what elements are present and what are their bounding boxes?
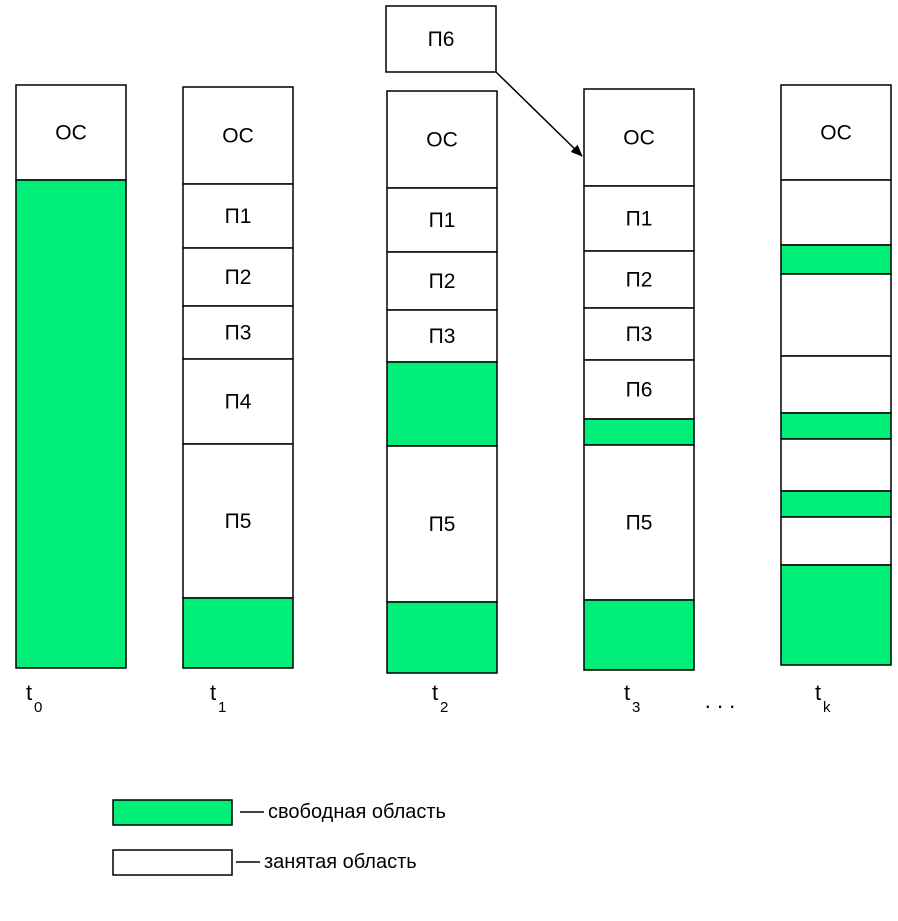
time-subscript: k: [823, 699, 831, 716]
segment-label: П3: [429, 325, 456, 348]
occupied-memory-segment: [583, 185, 695, 252]
occupied-memory-segment: [780, 516, 892, 566]
time-subscript: 0: [34, 699, 42, 716]
segment-label: П3: [626, 323, 653, 346]
legend-occupied-swatch: [112, 849, 233, 876]
occupied-memory-segment: [780, 84, 892, 181]
segment-label: П1: [225, 205, 252, 228]
time-subscript: 2: [440, 699, 448, 716]
time-label: t: [432, 680, 438, 705]
occupied-memory-segment: [15, 84, 127, 181]
occupied-memory-segment: [182, 247, 294, 307]
occupied-memory-segment: [386, 90, 498, 189]
legend-free-swatch: [112, 799, 233, 826]
free-memory-segment: [583, 418, 695, 446]
occupied-memory-segment: [386, 251, 498, 311]
legend-occupied-text: занятая область: [264, 851, 417, 873]
segment-label: П1: [626, 208, 653, 231]
occupied-memory-segment: [780, 273, 892, 357]
occupied-memory-segment: [182, 183, 294, 249]
free-memory-segment: [15, 179, 127, 669]
segment-label: ОС: [623, 127, 655, 150]
time-label: t: [815, 680, 821, 705]
occupied-memory-segment: [583, 444, 695, 601]
segment-label: ОС: [820, 122, 852, 145]
memory-columns: ОСt0ОСП1П2П3П4П5t1ОСП1П2П3П5t2ОСП1П2П3П6…: [15, 84, 892, 716]
segment-label: П5: [429, 513, 456, 536]
time-label: t: [624, 680, 630, 705]
memory-column-tk: ОС tk: [780, 84, 892, 716]
free-memory-segment: [386, 361, 498, 447]
occupied-memory-segment: [780, 438, 892, 492]
incoming-process-box: [385, 5, 497, 73]
free-memory-segment: [780, 564, 892, 666]
time-subscript: 3: [632, 699, 640, 716]
segment-label: П1: [429, 209, 456, 232]
segment-label: П6: [626, 379, 653, 402]
segment-label: П2: [225, 266, 252, 289]
memory-column-t0: ОС t0: [15, 84, 127, 716]
time-subscript: 1: [218, 699, 226, 716]
segment-label: ОС: [222, 125, 254, 148]
time-label: t: [26, 680, 32, 705]
incoming-process-label: П6: [428, 28, 455, 51]
occupied-memory-segment: [583, 307, 695, 361]
free-memory-segment: [780, 412, 892, 440]
occupied-memory-segment: [386, 309, 498, 363]
occupied-memory-segment: [583, 359, 695, 420]
free-memory-segment: [182, 597, 294, 669]
segment-label: П3: [225, 322, 252, 345]
occupied-memory-segment: [780, 179, 892, 246]
segment-label: П2: [429, 270, 456, 293]
ellipsis-label: . . .: [705, 688, 736, 713]
occupied-memory-segment: [386, 445, 498, 603]
incoming-process-block: П6: [385, 5, 497, 73]
free-memory-segment: [780, 244, 892, 275]
segment-label: П2: [626, 269, 653, 292]
occupied-memory-segment: [182, 358, 294, 445]
free-memory-segment: [780, 490, 892, 518]
segment-label: ОС: [426, 129, 458, 152]
segment-label: ОС: [55, 122, 87, 145]
time-label: t: [210, 680, 216, 705]
free-memory-segment: [386, 601, 498, 674]
legend-free-text: свободная область: [268, 801, 446, 823]
segment-label: П5: [225, 510, 252, 533]
segment-label: П4: [225, 391, 252, 414]
segment-label: П5: [626, 512, 653, 535]
allocation-arrow: [495, 71, 583, 157]
free-memory-segment: [583, 599, 695, 671]
occupied-memory-segment: [780, 355, 892, 414]
legend: свободная область занятая область: [112, 799, 446, 876]
occupied-memory-segment: [182, 86, 294, 185]
